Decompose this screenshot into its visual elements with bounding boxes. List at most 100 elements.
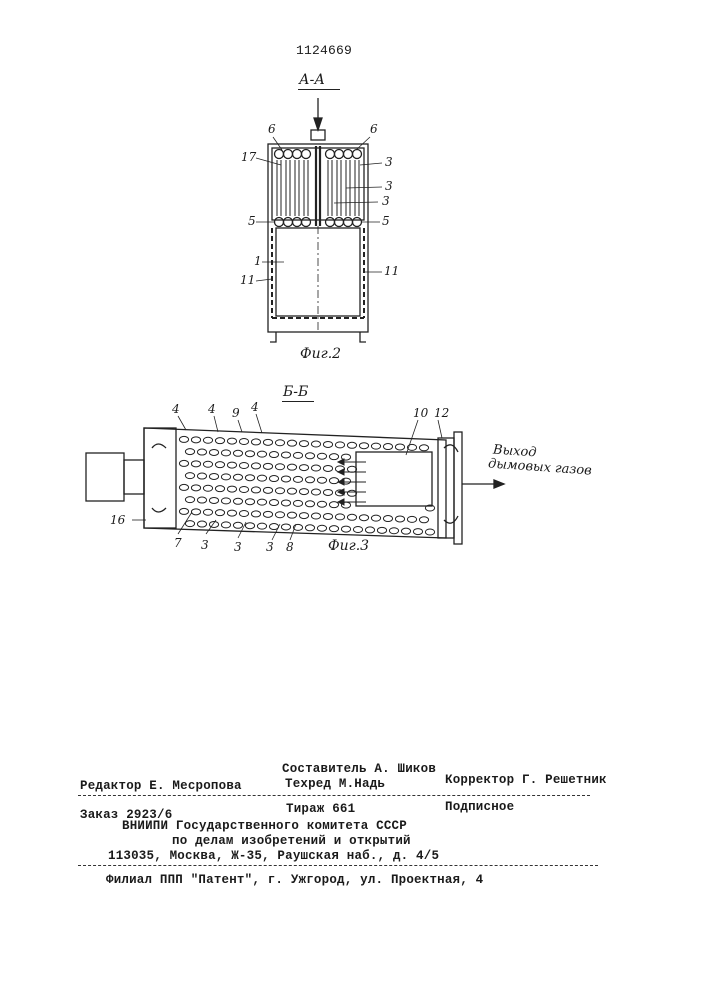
- colophon-subscription: Подписное: [445, 800, 514, 814]
- fig3-tube: [323, 489, 332, 495]
- fig3-tube: [419, 445, 428, 451]
- colophon-address: 113035, Москва, Ж-35, Раушская наб., д. …: [108, 849, 439, 863]
- fig3-tube: [413, 529, 422, 535]
- fig3-tube: [317, 525, 326, 531]
- fig3-callout-9: 9: [232, 406, 240, 420]
- colophon-editor: Редактор Е. Месропова: [80, 779, 242, 793]
- colophon-branch: Филиал ППП "Патент", г. Ужгород, ул. Про…: [106, 873, 483, 887]
- fig3-tube: [359, 515, 368, 521]
- fig3-tube: [317, 477, 326, 483]
- fig3-tube: [305, 477, 314, 483]
- fig3-tube: [215, 486, 224, 492]
- fig3-burner-body: [86, 453, 124, 501]
- fig3-callout-3b: 3: [234, 540, 242, 554]
- fig3-tube: [227, 438, 236, 444]
- fig3-tube: [191, 461, 200, 467]
- colophon-rule-2: [78, 865, 598, 866]
- fig3-tube: [245, 499, 254, 505]
- fig3-tube: [203, 485, 212, 491]
- fig3-tube: [239, 487, 248, 493]
- fig3-outlet-arrowhead: [494, 480, 504, 488]
- colophon-org-line2: по делам изобретений и открытий: [172, 834, 411, 848]
- fig3-flow-curve-top-left: [152, 444, 166, 448]
- fig3-tube: [251, 439, 260, 445]
- fig3-tube: [209, 497, 218, 503]
- colophon-org-line1: ВНИИПИ Государственного комитета СССР: [122, 819, 407, 833]
- fig3-tube: [179, 436, 188, 442]
- fig3-tube: [269, 524, 278, 530]
- fig3-tube: [221, 474, 230, 480]
- fig3-tube: [179, 460, 188, 466]
- fig3-tube: [227, 510, 236, 516]
- fig3-tube: [383, 444, 392, 450]
- fig3-tube: [197, 473, 206, 479]
- fig3-tube: [191, 509, 200, 515]
- fig3-tube: [185, 473, 194, 479]
- fig3-tube: [401, 528, 410, 534]
- fig3-tube: [329, 526, 338, 532]
- fig3-tube: [197, 521, 206, 527]
- fig3-tube: [377, 527, 386, 533]
- fig3-tube: [197, 497, 206, 503]
- fig3-tube: [383, 516, 392, 522]
- fig3-tube: [257, 499, 266, 505]
- fig3-callout-3a: 3: [201, 538, 209, 552]
- fig3-callout-8: 8: [286, 540, 294, 554]
- fig3-tube: [395, 516, 404, 522]
- fig3-tube: [341, 454, 350, 460]
- fig3-callout-12: 12: [434, 406, 449, 420]
- fig3-callout-4c: 4: [251, 400, 259, 414]
- fig3-tube: [251, 511, 260, 517]
- fig3-tube: [371, 443, 380, 449]
- fig3-tube: [245, 451, 254, 457]
- fig3-tube: [239, 511, 248, 517]
- fig3-tube: [293, 452, 302, 458]
- fig3-tube: [215, 462, 224, 468]
- fig3-tube: [335, 514, 344, 520]
- fig3-tube: [341, 502, 350, 508]
- fig3-tube: [275, 464, 284, 470]
- fig3-tube: [257, 523, 266, 529]
- fig3-tube: [245, 523, 254, 529]
- fig3-tube: [233, 474, 242, 480]
- fig3-callout-7: 7: [174, 536, 182, 550]
- fig3-tube: [299, 513, 308, 519]
- colophon-compiler: Составитель А. Шиков: [282, 762, 436, 776]
- fig3-left-chamber-16: [144, 428, 176, 528]
- fig3-tube: [179, 508, 188, 514]
- fig3-tube: [209, 449, 218, 455]
- fig3-tube: [185, 497, 194, 503]
- fig3-tube: [227, 462, 236, 468]
- fig3-tube: [221, 522, 230, 528]
- fig3-tube: [263, 487, 272, 493]
- fig3-tube: [275, 440, 284, 446]
- fig3-tube: [323, 465, 332, 471]
- fig3-tube: [353, 526, 362, 532]
- fig3-tube: [269, 452, 278, 458]
- fig3-tube: [365, 527, 374, 533]
- fig3-tube: [329, 454, 338, 460]
- fig3-inner-chamber-10: [356, 452, 432, 506]
- fig3-tube: [359, 443, 368, 449]
- fig3-tube: [215, 438, 224, 444]
- fig3-tube: [257, 475, 266, 481]
- fig3-tube: [209, 473, 218, 479]
- fig3-tube: [347, 466, 356, 472]
- fig3-tube: [191, 437, 200, 443]
- fig3-tube: [299, 465, 308, 471]
- fig3-tube: [311, 465, 320, 471]
- fig3-tube: [269, 500, 278, 506]
- fig3-tube: [227, 486, 236, 492]
- fig3-tube: [287, 512, 296, 518]
- fig3-tube: [275, 488, 284, 494]
- fig3-tube: [323, 441, 332, 447]
- colophon-corrector: Корректор Г. Решетник: [445, 773, 607, 787]
- fig3-tube: [407, 516, 416, 522]
- fig3-callout-3c: 3: [266, 540, 274, 554]
- fig3-callout-4a: 4: [172, 402, 180, 416]
- fig3-tube: [263, 511, 272, 517]
- fig3-callout-16: 16: [110, 513, 125, 527]
- colophon-circulation: Тираж 661: [286, 802, 355, 816]
- fig3-tube: [347, 514, 356, 520]
- fig3-tube: [185, 521, 194, 527]
